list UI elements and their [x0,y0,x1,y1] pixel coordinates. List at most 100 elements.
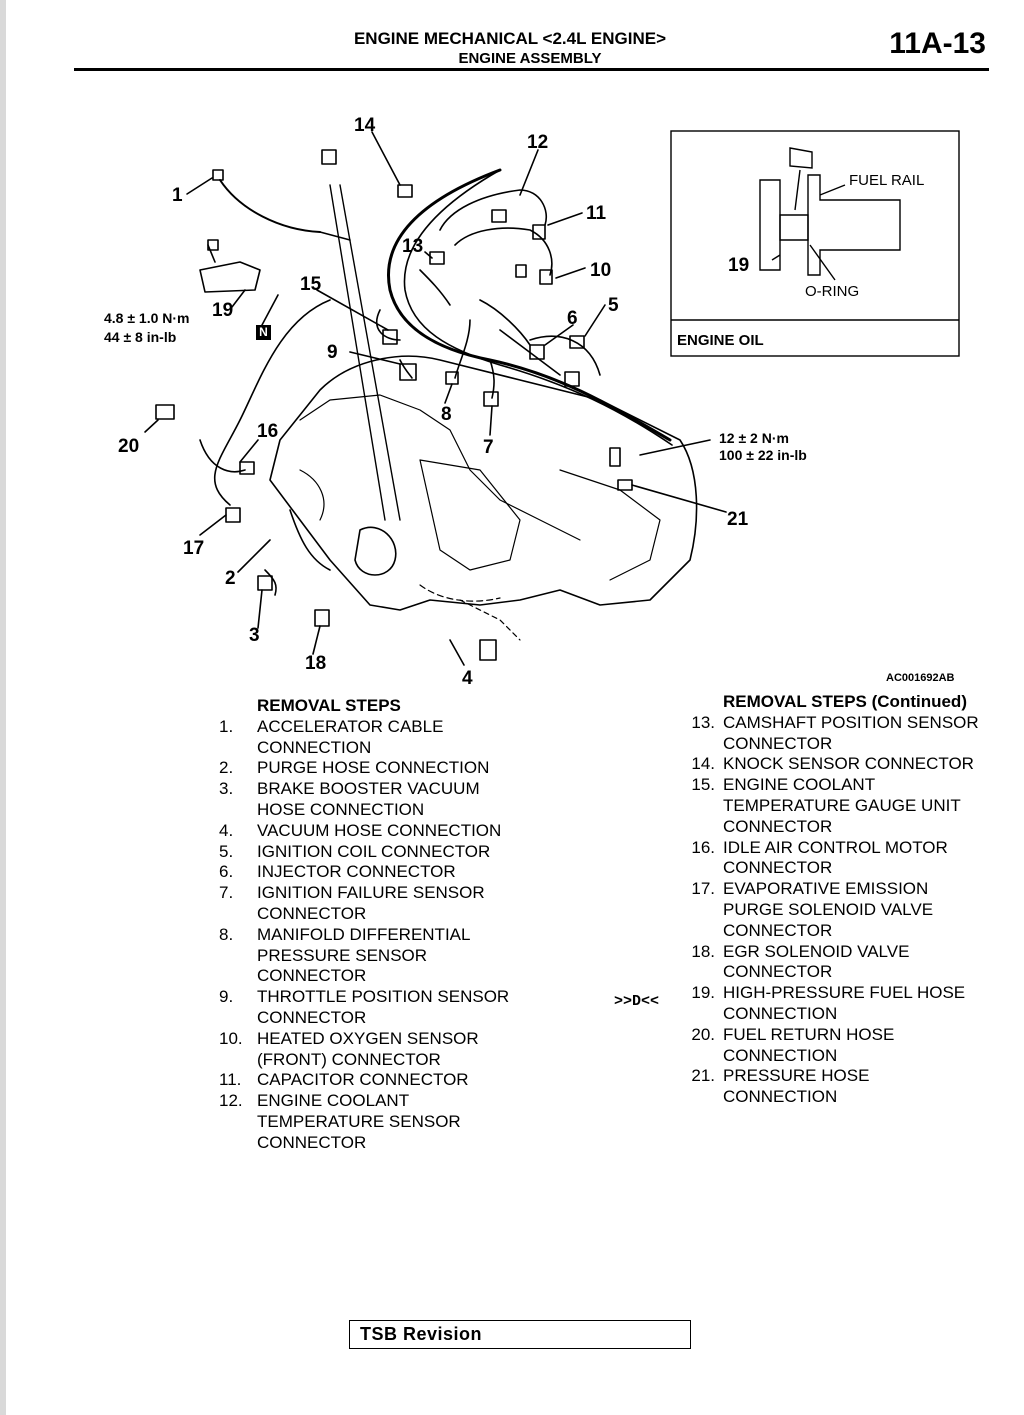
step-item: 14. KNOCK SENSOR CONNECTOR [683,754,1003,775]
callout-15: 15 [300,274,322,295]
page-edge [0,0,6,1415]
step-number: 4. [219,820,234,840]
step-text: FUEL RETURN HOSE CONNECTION [723,1024,895,1065]
step-item: 17. EVAPORATIVE EMISSION PURGE SOLENOID V… [683,879,1003,941]
step-number: 14. [691,754,715,774]
step-text: IDLE AIR CONTROL MOTOR CONNECTOR [723,837,948,878]
step-text: INJECTOR CONNECTOR [257,862,456,882]
step-text: ENGINE COOLANT TEMPERATURE GAUGE UNIT CO… [723,775,961,836]
callout-1: 1 [172,185,183,206]
step-number: 18. [691,941,715,961]
n-mark: N [256,325,271,340]
step-number: 1. [219,716,234,736]
step-text: PURGE HOSE CONNECTION [257,758,490,778]
step-text: BRAKE BOOSTER VACUUM HOSE CONNECTION [257,779,480,819]
callout-8: 8 [441,404,452,425]
callout-17: 17 [183,538,205,559]
step-item: 15.ENGINE COOLANT TEMPERATURE GAUGE UNIT… [683,775,1003,837]
step-item: 6. INJECTOR CONNECTOR [217,862,547,883]
step-item: 11. CAPACITOR CONNECTOR [217,1070,547,1091]
step-text: MANIFOLD DIFFERENTIAL PRESSURE SENSOR CO… [257,924,470,986]
callout-13: 13 [402,236,424,257]
inset-callout-19: 19 [728,255,750,276]
callout-2: 2 [225,568,236,589]
removal-steps-continued: REMOVAL STEPS (Continued) 13. CAMSHAFT PO… [683,692,1003,1108]
step-number: 6. [219,862,234,882]
step-text: VACUUM HOSE CONNECTION [257,820,502,840]
step-item: 18.EGR SOLENOID VALVE CONNECTOR [683,942,1003,984]
step-item: 5. IGNITION COIL CONNECTOR [217,842,547,863]
section-title: ENGINE MECHANICAL <2.4L ENGINE> [353,29,667,48]
figure-id: AC001692AB [886,672,955,684]
step-number: 10. [219,1028,243,1048]
step-text: HIGH-PRESSURE FUEL HOSE CONNECTION [723,983,966,1023]
step-text: KNOCK SENSOR CONNECTOR [723,754,974,774]
step-number: 5. [219,841,234,861]
step-number: 16. [691,837,715,857]
step-text: PRESSURE HOSE CONNECTION [723,1066,870,1107]
step-text: HEATED OXYGEN SENSOR (FRONT) CONNECTOR [257,1028,479,1069]
step-item: 13. CAMSHAFT POSITION SENSOR CONNECTOR [683,713,1003,755]
step-number: 21. [691,1066,715,1086]
removal-steps-continued-heading: REMOVAL STEPS (Continued) [723,692,967,711]
callout-12: 12 [527,132,549,153]
step-number: 11. [219,1070,242,1090]
step-text: ACCELERATOR CABLE CONNECTION [257,716,444,757]
step-number: 20. [691,1024,715,1044]
callout-18: 18 [305,653,327,674]
step-item: 10. HEATED OXYGEN SENSOR (FRONT) CONNECTO… [217,1029,547,1071]
callout-6: 6 [567,308,578,329]
header-rule [74,68,989,71]
step-item: 8.MANIFOLD DIFFERENTIAL PRESSURE SENSOR … [217,925,547,987]
torque-right-metric: 12 ± 2 N·m [719,430,789,446]
callout-20: 20 [118,436,140,457]
step-item: 9. THROTTLE POSITION SENSOR CONNECTOR [217,987,547,1029]
torque-left-imperial: 44 ± 8 in-lb [104,329,177,345]
step-text: CAPACITOR CONNECTOR [257,1070,469,1090]
step-item: 16. IDLE AIR CONTROL MOTOR CONNECTOR [683,838,1003,880]
diagram-callouts: 1 2 3 4 5 6 7 8 9 10 11 12 13 14 15 16 1… [0,0,1024,700]
callout-14: 14 [354,115,376,136]
step-item: 7. IGNITION FAILURE SENSOR CONNECTOR [217,883,547,925]
step-text: EVAPORATIVE EMISSION PURGE SOLENOID VALV… [723,879,934,940]
step-number: 2. [219,758,234,778]
torque-right-imperial: 100 ± 22 in-lb [719,447,807,463]
step-text: IGNITION FAILURE SENSOR CONNECTOR [257,883,485,923]
callout-16: 16 [257,421,279,442]
step-number: 19. [691,983,715,1003]
engine-assembly-diagram [144,130,960,666]
step-item: 1. ACCELERATOR CABLE CONNECTION [217,717,547,759]
callout-5: 5 [608,295,619,316]
callout-7: 7 [483,437,494,458]
step-text: THROTTLE POSITION SENSOR CONNECTOR [257,987,510,1027]
inset-o-ring-label: O-RING [805,283,860,300]
tsb-revision-box: TSB Revision [349,1320,691,1349]
callout-21: 21 [727,509,749,530]
callout-19: 19 [212,300,234,321]
removal-steps: REMOVAL STEPS 1. ACCELERATOR CABLE CONNEC… [217,696,547,1154]
step-item: 4. VACUUM HOSE CONNECTION [217,821,547,842]
step-number: 7. [219,883,234,903]
removal-steps-list: 1. ACCELERATOR CABLE CONNECTION 2. PURGE HO… [217,717,547,1154]
step-text: CAMSHAFT POSITION SENSOR CONNECTOR [723,712,979,753]
step-text: IGNITION COIL CONNECTOR [257,841,491,861]
step-text: ENGINE COOLANT TEMPERATURE SENSOR CONNEC… [257,1091,461,1152]
step-item: 19. HIGH-PRESSURE FUEL HOSE CONNECTION [683,983,1003,1025]
tsb-revision-label: TSB Revision [360,1324,483,1344]
n-mark-label: N [259,325,268,339]
step-item: 12.ENGINE COOLANT TEMPERATURE SENSOR CON… [217,1091,547,1153]
torque-left-metric: 4.8 ± 1.0 N·m [104,310,190,326]
step-number: 3. [219,779,234,799]
callout-4: 4 [462,668,473,689]
inset-fuel-rail-label: FUEL RAIL [849,172,925,189]
callout-10: 10 [590,260,612,281]
step-number: 9. [219,987,234,1007]
step-number: 17. [691,879,715,899]
step-item: 20. FUEL RETURN HOSE CONNECTION [683,1025,1003,1067]
step-item: 3. BRAKE BOOSTER VACUUM HOSE CONNECTION [217,779,547,821]
step-19-marker: >>D<< [614,993,660,1010]
inset-engine-oil-label: ENGINE OIL [677,332,764,349]
step-number: 13. [691,712,715,732]
page-number: 11A-13 [889,27,986,60]
removal-steps-heading: REMOVAL STEPS [257,696,401,715]
